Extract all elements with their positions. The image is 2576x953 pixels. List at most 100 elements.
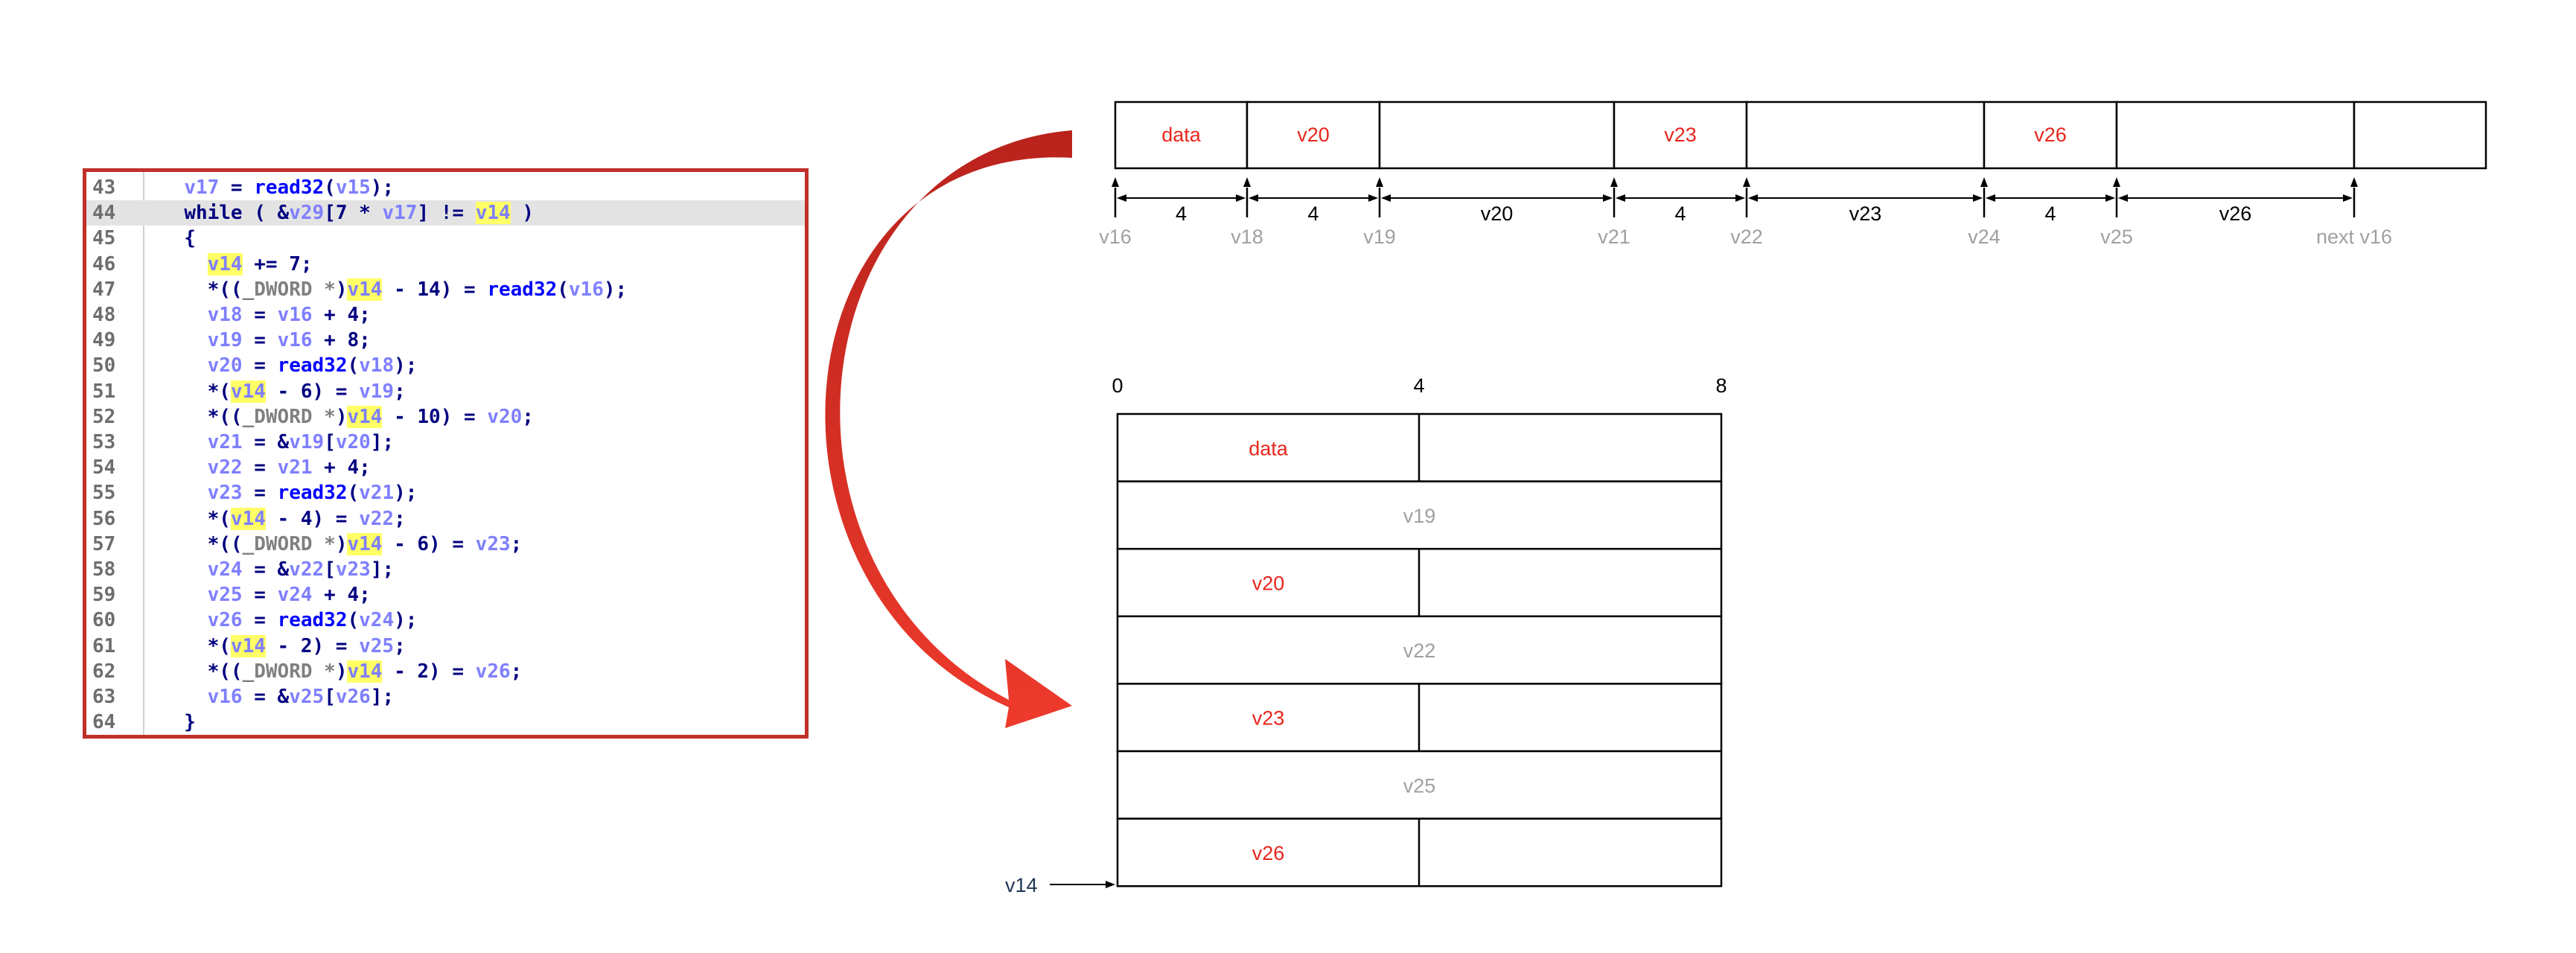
line-number: 57 — [92, 532, 116, 555]
line-number: 44 — [92, 202, 116, 225]
code-token: v14 — [347, 532, 383, 555]
code-token: v24 — [277, 584, 313, 607]
code-text: v19 = v16 + 8; — [161, 328, 371, 353]
memory-cell-label: v23 — [1664, 124, 1697, 146]
code-token: v21 — [359, 482, 395, 505]
line-number: 54 — [92, 456, 116, 479]
dimension-arrowhead — [1986, 194, 1995, 202]
dimension-arrowhead — [1236, 194, 1246, 202]
code-token: read32 — [487, 278, 558, 301]
pointer-label: v19 — [1363, 226, 1396, 248]
code-line: 62 *((_DWORD *)v14 - 2) = v26; — [86, 659, 805, 684]
code-token: *(( — [161, 278, 243, 301]
code-token: ; — [510, 660, 523, 683]
struct-field-label: data — [1249, 437, 1289, 459]
dimension-arrowhead — [1616, 194, 1625, 202]
pointer-label: v25 — [2100, 226, 2133, 248]
line-number: 52 — [92, 405, 116, 428]
code-token: ); — [394, 354, 418, 377]
code-token: v19 — [207, 329, 243, 352]
struct-row-label: v25 — [1403, 774, 1436, 797]
code-token: = — [242, 584, 278, 607]
memory-cell — [1745, 101, 1986, 170]
code-token: ; — [394, 507, 406, 530]
code-token: v22 — [289, 558, 325, 581]
dimension-arrowhead — [1735, 194, 1745, 202]
line-number-gutter-divider — [143, 172, 144, 735]
offset-label: 8 — [1715, 374, 1727, 397]
code-token: read32 — [277, 354, 348, 377]
dimension-arrowhead — [2118, 194, 2128, 202]
memory-cell-label: v20 — [1297, 124, 1330, 146]
pointer-label: v24 — [1968, 226, 2000, 248]
code-token: *(( — [161, 405, 243, 428]
dimension-arrowhead — [1973, 194, 1983, 202]
code-token: ) — [335, 278, 348, 301]
line-number: 45 — [92, 227, 116, 250]
code-line: 54 v22 = v21 + 4; — [86, 455, 805, 480]
code-token: { — [161, 227, 196, 250]
code-token: while — [184, 202, 243, 225]
pointer-arrowhead — [2350, 177, 2358, 187]
dimension-arrowhead — [1603, 194, 1613, 202]
dimension-arrowhead — [1117, 194, 1126, 202]
code-token: + 4; — [312, 456, 371, 479]
code-token: v26 — [475, 660, 511, 683]
memory-cell — [2353, 101, 2487, 170]
size-label: 4 — [1674, 203, 1686, 225]
memory-cell — [1983, 101, 2118, 170]
code-token: *( — [161, 507, 231, 530]
pointer-arrowhead — [1610, 177, 1618, 187]
code-token: - 4) = — [265, 507, 360, 530]
code-text: v25 = v24 + 4; — [161, 582, 371, 608]
code-token: ); — [370, 176, 395, 199]
code-token: v24 — [207, 558, 243, 581]
memory-cell-label: v26 — [2034, 124, 2067, 146]
code-line: 53 v21 = &v19[v20]; — [86, 430, 805, 455]
pointer-label: v16 — [1099, 226, 1132, 248]
code-token: ); — [603, 278, 628, 301]
memory-cell — [1246, 101, 1381, 170]
code-token: + 8; — [312, 329, 371, 352]
pointer-arrowhead — [1376, 177, 1383, 187]
code-token: - 10) = — [382, 405, 488, 428]
code-text: v21 = &v19[v20]; — [161, 430, 395, 455]
code-token: [ — [324, 686, 336, 708]
pointer-arrowhead — [1243, 177, 1251, 187]
code-token: ]; — [370, 431, 395, 453]
memory-cell — [2115, 101, 2356, 170]
code-line: 58 v24 = &v22[v23]; — [86, 557, 805, 582]
line-number: 63 — [92, 686, 116, 708]
code-token: v16 — [277, 329, 313, 352]
code-text: *((_DWORD *)v14 - 2) = v26; — [161, 659, 522, 684]
code-token: v17 — [184, 176, 220, 199]
code-line: 56 *(v14 - 4) = v22; — [86, 506, 805, 532]
code-text: *((_DWORD *)v14 - 6) = v23; — [161, 532, 522, 557]
code-token: v23 — [475, 532, 511, 555]
code-line: 48 v18 = v16 + 4; — [86, 302, 805, 328]
v14-pointer-label: v14 — [1005, 874, 1038, 896]
code-token: v25 — [289, 686, 325, 708]
code-token: v16 — [207, 686, 243, 708]
struct-row-label: v19 — [1403, 505, 1436, 527]
line-number: 59 — [92, 584, 116, 607]
code-token: v21 — [277, 456, 313, 479]
dimension-arrowhead — [1368, 194, 1378, 202]
code-line: 61 *(v14 - 2) = v25; — [86, 634, 805, 659]
line-number: 56 — [92, 507, 116, 530]
line-number: 55 — [92, 482, 116, 505]
code-token: read32 — [277, 482, 348, 505]
size-label: v23 — [1849, 203, 1882, 225]
code-token: [ — [324, 431, 336, 453]
line-number: 43 — [92, 176, 116, 199]
code-text: v16 = &v25[v26]; — [161, 684, 395, 710]
code-token: _DWORD * — [242, 532, 336, 555]
code-token: v29 — [289, 202, 325, 225]
line-number: 46 — [92, 252, 116, 275]
code-text: *((_DWORD *)v14 - 10) = v20; — [161, 404, 534, 430]
dimension-arrowhead — [2343, 194, 2353, 202]
line-number: 60 — [92, 609, 116, 632]
code-token: + 4; — [312, 584, 371, 607]
